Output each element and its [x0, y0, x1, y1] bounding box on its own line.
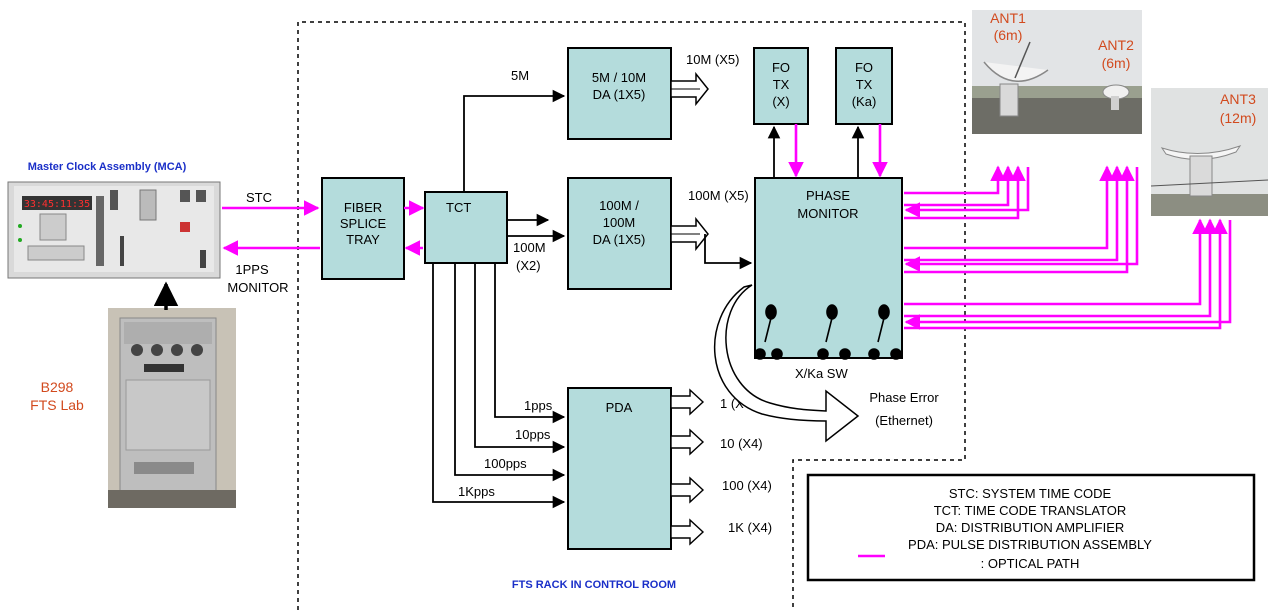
tct-1pps-line: [495, 263, 564, 417]
tct-label: TCT: [446, 200, 471, 215]
rack-label: FTS RACK IN CONTROL ROOM: [512, 579, 676, 591]
ant2-label-2: (6m): [1102, 55, 1131, 71]
pda-output-arrow-1: [671, 390, 703, 414]
pda-label: PDA: [606, 400, 633, 415]
legend-line-5: : OPTICAL PATH: [981, 556, 1080, 571]
lab-label-1: B298: [41, 379, 74, 395]
fo-tx-ka-line-2: TX: [856, 77, 873, 92]
phase-error-label-1: Phase Error: [869, 390, 939, 405]
label-1kpps: 1Kpps: [458, 484, 495, 499]
ant3-label-1: ANT3: [1220, 91, 1256, 107]
fo-tx-x-line-3: (X): [772, 94, 789, 109]
ant3-optical-paths: [904, 220, 1230, 328]
da-100m-line-1: 100M /: [599, 198, 639, 213]
tct-5m-line: [464, 96, 564, 192]
fiber-splice-line-3: TRAY: [346, 232, 380, 247]
ant3-photo: [1151, 88, 1268, 216]
label-10m-x5: 10M (X5): [686, 52, 739, 67]
mca-title: Master Clock Assembly (MCA): [28, 161, 187, 173]
fo-tx-x-line-1: FO: [772, 60, 790, 75]
phase-monitor-line-1: PHASE: [806, 188, 850, 203]
fiber-splice-line-1: FIBER: [344, 200, 382, 215]
ant2-label-1: ANT2: [1098, 37, 1134, 53]
ant1-label-2: (6m): [994, 27, 1023, 43]
da-5m-line-1: 5M / 10M: [592, 70, 646, 85]
da-100m-line-3: DA (1X5): [593, 232, 646, 247]
pda-output-2: 10 (X4): [720, 436, 763, 451]
phase-monitor-line-2: MONITOR: [797, 206, 858, 221]
xka-switch-label: X/Ka SW: [795, 366, 848, 381]
lab-label-2: FTS Lab: [30, 397, 84, 413]
ant3-label-2: (12m): [1220, 110, 1257, 126]
da-5m-line-2: DA (1X5): [593, 87, 646, 102]
pps-monitor-label-1: 1PPS: [235, 262, 269, 277]
ant1-optical-paths: [904, 167, 1028, 218]
fiber-splice-line-2: SPLICE: [340, 216, 387, 231]
pda-output-arrow-3: [671, 478, 703, 502]
pda-output-arrow-4: [671, 520, 703, 544]
pps-monitor-label-2: MONITOR: [227, 280, 288, 295]
pda-output-4: 1K (X4): [728, 520, 772, 535]
fts-lab-image: [108, 308, 236, 508]
label-100m-x2-1: 100M: [513, 240, 546, 255]
label-100pps: 100pps: [484, 456, 527, 471]
pda-output-3: 100 (X4): [722, 478, 772, 493]
legend-line-1: STC: SYSTEM TIME CODE: [949, 486, 1112, 501]
fo-tx-ka-line-3: (Ka): [852, 94, 877, 109]
ant1-label-1: ANT1: [990, 10, 1026, 26]
tct-100pps-line: [455, 263, 564, 475]
label-5m: 5M: [511, 68, 529, 83]
pda-output-arrow-2: [671, 430, 703, 454]
mca-unit-image: 33:45:11:35: [8, 182, 220, 278]
label-10pps: 10pps: [515, 427, 551, 442]
legend-box: STC: SYSTEM TIME CODE TCT: TIME CODE TRA…: [808, 475, 1254, 580]
fo-tx-ka-line-1: FO: [855, 60, 873, 75]
phase-error-label-2: (Ethernet): [875, 413, 933, 428]
legend-line-3: DA: DISTRIBUTION AMPLIFIER: [936, 520, 1125, 535]
legend-line-4: PDA: PULSE DISTRIBUTION ASSEMBLY: [908, 537, 1152, 552]
da-100m-line-2: 100M: [603, 215, 636, 230]
fo-tx-x-line-2: TX: [773, 77, 790, 92]
label-100m-x5: 100M (X5): [688, 188, 749, 203]
label-100m-x2-2: (X2): [516, 258, 541, 273]
legend-line-2: TCT: TIME CODE TRANSLATOR: [934, 503, 1127, 518]
ant2-optical-paths: [904, 167, 1137, 272]
da-100m-to-phase-monitor: [705, 234, 751, 263]
mca-display: 33:45:11:35: [24, 199, 90, 210]
stc-label: STC: [246, 190, 272, 205]
label-1pps: 1pps: [524, 398, 553, 413]
tct-10pps-line: [475, 263, 564, 447]
